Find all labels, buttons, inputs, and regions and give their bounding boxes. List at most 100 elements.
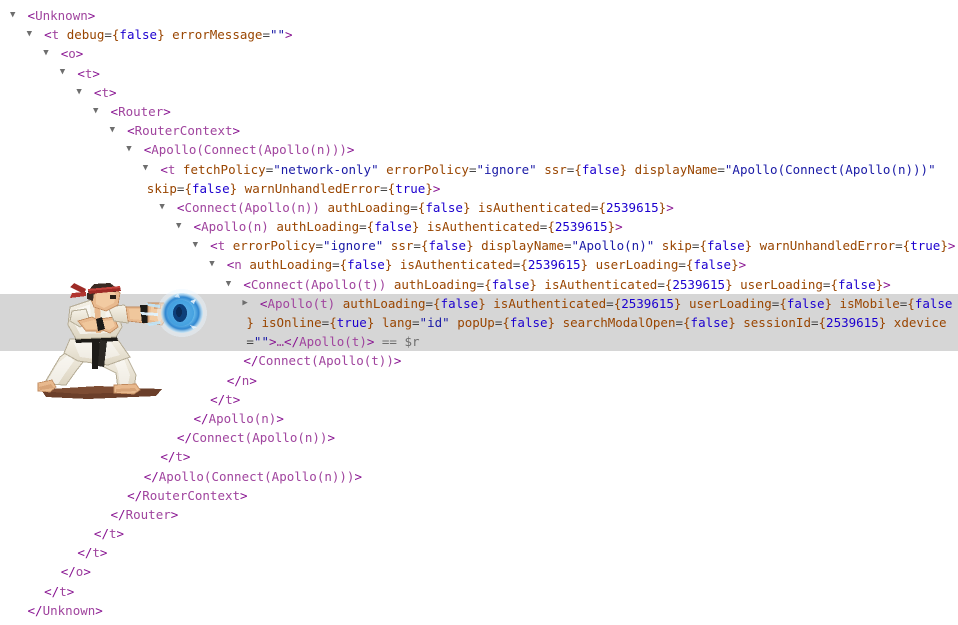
disclosure-triangle-expanded-icon[interactable] [60, 63, 70, 82]
token-plain [752, 238, 760, 253]
token-brace: } [366, 315, 375, 330]
token-tagname: n [234, 257, 242, 273]
tree-node-t-1[interactable]: <t> [0, 64, 958, 83]
token-plain: = [265, 161, 274, 177]
tree-node-o[interactable]: <o> [0, 44, 958, 63]
tree-node-t-errorpolicy[interactable]: <t errorPolicy="ignore" ssr={false} disp… [0, 236, 958, 255]
disclosure-triangle-expanded-icon[interactable] [10, 6, 20, 25]
token-attr: authLoading [249, 257, 333, 273]
token-bracket: > [666, 199, 674, 215]
token-bool: true [395, 180, 426, 196]
tree-node-t-2[interactable]: <t> [0, 83, 958, 102]
token-brace: } [744, 238, 753, 254]
tree-node-apollo-t-selected[interactable]: <Apollo(t) authLoading={false} isAuthent… [0, 293, 958, 313]
token-brace: { [111, 27, 120, 43]
disclosure-triangle-expanded-icon[interactable] [226, 275, 236, 294]
token-brace: { [907, 295, 915, 311]
token-plain: = [678, 257, 686, 273]
token-plain: = [563, 238, 572, 254]
tree-node-o-close[interactable]: </o> [0, 562, 958, 581]
tree-node-connect-apollo-t-close[interactable]: </Connect(Apollo(t))> [0, 351, 958, 370]
tree-node-apollo-t-selected-continued-2[interactable]: ="">…</Apollo(t)> == $r [0, 332, 958, 352]
disclosure-triangle-expanded-icon[interactable] [209, 255, 219, 274]
disclosure-triangle-expanded-icon[interactable] [193, 236, 203, 255]
tree-node-n[interactable]: <n authLoading={false} isAuthenticated={… [0, 255, 958, 274]
tree-node-t-2-close[interactable]: </t> [0, 524, 958, 543]
disclosure-triangle-expanded-icon[interactable] [143, 159, 153, 178]
tree-node-router-close[interactable]: </Router> [0, 505, 958, 524]
token-plain [165, 27, 173, 42]
token-plain: = [566, 161, 575, 177]
tree-node-apollo-n-close[interactable]: </Apollo(n)> [0, 409, 958, 428]
token-bracket: < [127, 123, 135, 139]
token-brace: { [339, 257, 348, 273]
token-brace: { [520, 257, 528, 273]
disclosure-triangle-expanded-icon[interactable] [159, 198, 169, 217]
token-brace: } [940, 238, 948, 254]
token-brace: } [478, 295, 486, 311]
tree-node-apollo-t-selected-continued-1[interactable]: } isOnline={true} lang="id" popUp={false… [0, 313, 958, 333]
tree-node-unknown-close[interactable]: </Unknown> [0, 601, 958, 620]
token-brace: } [731, 257, 739, 273]
tree-node-t-debug[interactable]: <t debug={false} errorMessage=""> [0, 25, 958, 44]
tree-node-apollo-connect-apollo-n-close[interactable]: </Apollo(Connect(Apollo(n)))> [0, 467, 958, 486]
tree-node-routercontext[interactable]: <RouterContext> [0, 121, 958, 140]
tree-node-t-fetchpolicy-continued[interactable]: skip={false} warnUnhandledError={true}> [0, 179, 958, 198]
token-tagname: Unknown [42, 602, 96, 618]
token-plain: = [321, 315, 330, 330]
token-brace: { [184, 180, 192, 196]
token-bracket: > [346, 142, 355, 158]
tree-node-routercontext-close[interactable]: </RouterContext> [0, 486, 958, 505]
token-attr: isAuthenticated [493, 295, 607, 311]
token-bool: false [706, 238, 745, 254]
token-attr: ssr [390, 238, 414, 254]
disclosure-triangle-expanded-icon[interactable] [126, 140, 136, 159]
tree-node-t-errorpolicy-close[interactable]: </t> [0, 390, 958, 409]
token-attr: xdevice [893, 315, 947, 330]
disclosure-triangle-expanded-icon[interactable] [27, 25, 37, 44]
token-bracket: </ [60, 564, 76, 580]
token-plain: = [176, 180, 185, 196]
token-brace: { [574, 161, 582, 177]
token-brace: { [387, 180, 396, 196]
tree-node-apollo-n[interactable]: <Apollo(n) authLoading={false} isAuthent… [0, 217, 958, 236]
token-plain: = [410, 199, 418, 215]
token-bracket: </ [93, 526, 109, 542]
tree-node-connect-apollo-t[interactable]: <Connect(Apollo(t)) authLoading={false} … [0, 275, 958, 294]
token-plain [654, 238, 662, 253]
disclosure-triangle-collapsed-icon[interactable] [242, 294, 252, 313]
tree-node-connect-apollo-n-close[interactable]: </Connect(Apollo(n))> [0, 428, 958, 447]
token-plain [379, 162, 387, 177]
disclosure-triangle-expanded-icon[interactable] [110, 121, 120, 140]
disclosure-triangle-expanded-icon[interactable] [43, 44, 53, 63]
token-bracket: < [176, 199, 185, 215]
token-tagname: Apollo(t) [267, 295, 336, 311]
disclosure-triangle-expanded-icon[interactable] [176, 217, 186, 236]
tree-node-router[interactable]: <Router> [0, 102, 958, 121]
token-tagname: RouterContext [134, 123, 233, 139]
token-selref: == $r [381, 334, 420, 350]
tree-node-t-fetchpolicy[interactable]: <t fetchPolicy="network-only" errorPolic… [0, 160, 958, 179]
token-attr: authLoading [342, 295, 426, 311]
disclosure-triangle-expanded-icon[interactable] [76, 83, 86, 102]
token-brace: } [824, 295, 833, 311]
disclosure-triangle-expanded-icon[interactable] [93, 102, 103, 121]
token-bracket: < [193, 219, 202, 235]
token-bracket: > [87, 8, 96, 23]
token-plain [470, 200, 478, 215]
tree-node-connect-apollo-n[interactable]: <Connect(Apollo(n)) authLoading={false} … [0, 198, 958, 217]
token-bool: false [374, 219, 412, 235]
tree-node-n-close[interactable]: </n> [0, 371, 958, 390]
tree-node-unknown[interactable]: <Unknown> [0, 6, 958, 25]
token-plain: = [104, 27, 112, 43]
tree-node-apollo-connect-apollo-n[interactable]: <Apollo(Connect(Apollo(n)))> [0, 140, 958, 159]
token-tagname: t [84, 65, 93, 81]
tree-node-t-debug-close[interactable]: </t> [0, 582, 958, 601]
token-plain: = [380, 180, 388, 196]
token-bool: false [837, 276, 876, 292]
tree-node-t-fetchpolicy-close[interactable]: </t> [0, 447, 958, 466]
token-tagname: n [241, 372, 250, 388]
token-tagname: Apollo(Connect(Apollo(n))) [151, 142, 347, 158]
tree-node-t-1-close[interactable]: </t> [0, 543, 958, 562]
